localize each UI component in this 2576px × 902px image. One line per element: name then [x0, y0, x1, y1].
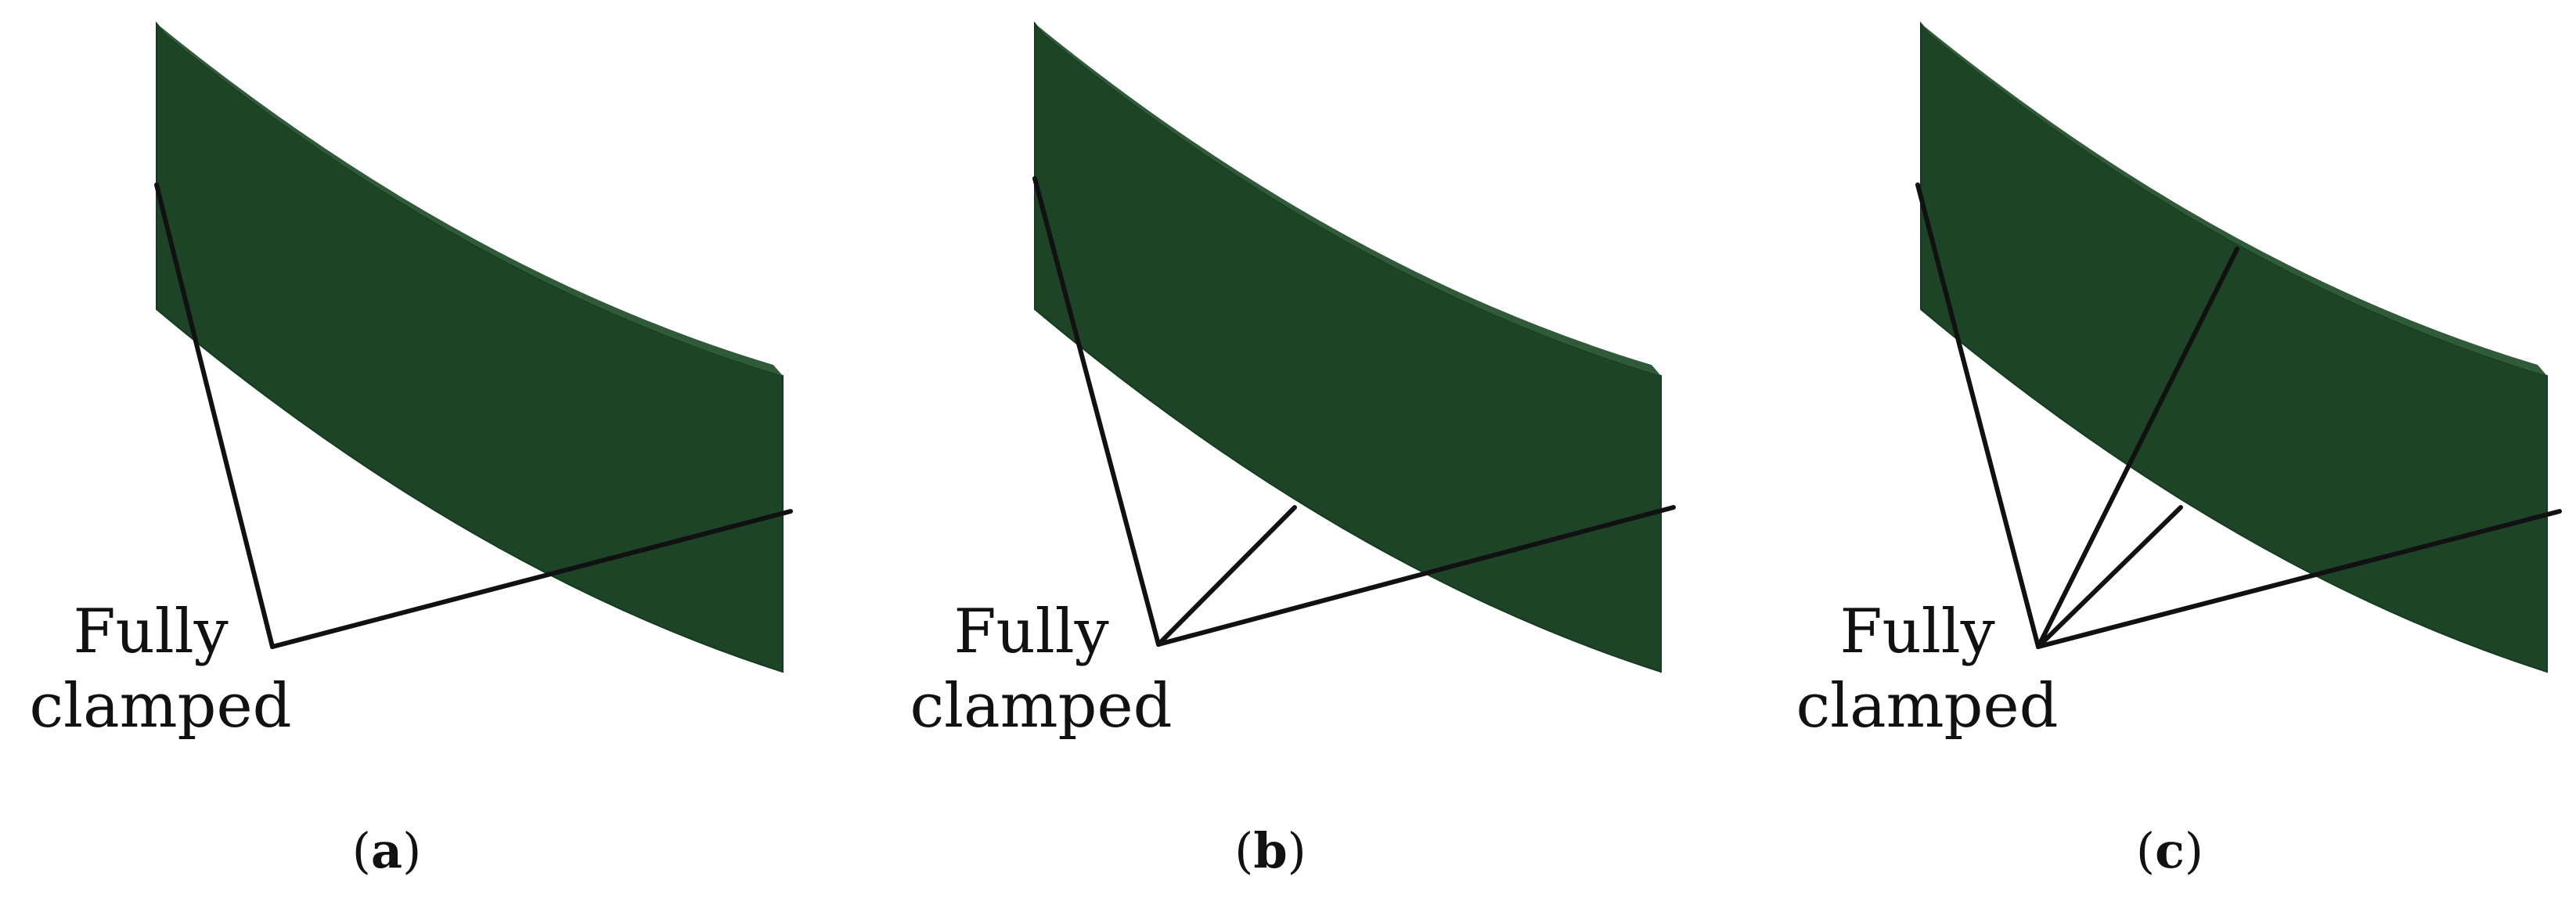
panel-b: Fully clamped (b)	[910, 21, 1676, 879]
label-a-line2: clamped	[29, 671, 291, 741]
label-b-line1: Fully	[953, 597, 1108, 667]
fully-clamped-label-b: Fully clamped	[910, 597, 1172, 741]
caption-c: (c)	[2136, 822, 2203, 879]
panel-a: Fully clamped (a)	[29, 21, 793, 879]
curved-panel-c	[1920, 21, 2548, 673]
caption-b: (b)	[1234, 822, 1306, 879]
fully-clamped-label-c: Fully clamped	[1796, 597, 2058, 741]
label-c-line2: clamped	[1796, 671, 2058, 741]
leader-line-b-1	[1032, 176, 1161, 647]
leader-lines-b	[1032, 176, 1676, 647]
label-c-line1: Fully	[1839, 597, 1994, 667]
leader-line-b-2	[1156, 505, 1297, 647]
leader-line-c-2	[2036, 247, 2239, 649]
leader-line-a-2	[270, 509, 793, 649]
leader-line-c-1	[1915, 182, 2041, 649]
label-a-line1: Fully	[73, 597, 228, 667]
curved-panel-b	[1034, 21, 1662, 673]
leader-line-b-3	[1156, 505, 1676, 647]
leader-line-c-3	[2036, 505, 2183, 649]
leader-lines-c	[1915, 182, 2562, 649]
leader-line-c-4	[2036, 509, 2562, 649]
fully-clamped-label-a: Fully clamped	[29, 597, 291, 741]
curved-panel-a	[156, 21, 784, 673]
caption-a: (a)	[352, 822, 422, 879]
leader-lines-a	[154, 182, 793, 649]
leader-line-a-1	[154, 182, 275, 649]
label-b-line2: clamped	[910, 671, 1172, 741]
panel-c: Fully clamped (c)	[1796, 21, 2562, 879]
